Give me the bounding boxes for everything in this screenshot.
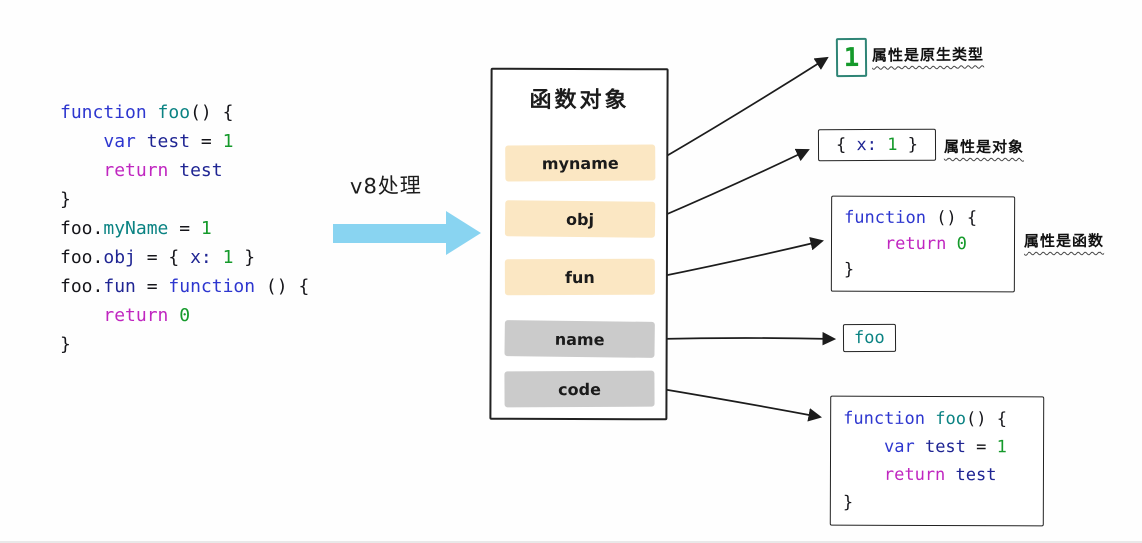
code-line: }: [60, 334, 71, 355]
row-fun: fun: [504, 258, 655, 296]
code-line: { x: 1 }: [835, 134, 919, 156]
function-object-box: 函数对象 myname obj fun name code: [489, 67, 669, 421]
arrow-name-to-foo: [655, 331, 837, 346]
source-code-block: function foo() { var test = 1 return tes…: [60, 98, 309, 359]
code-line: }: [843, 259, 855, 280]
arrow-myname-to-primitive: [657, 56, 829, 162]
code-line: var test = 1: [103, 131, 234, 152]
code-value-box: function foo() { var test = 1 return tes…: [829, 395, 1045, 527]
code-line: var test = 1: [883, 436, 1007, 458]
code-line: }: [60, 189, 71, 210]
row-code: code: [504, 370, 655, 408]
row-fun-label: fun: [564, 267, 595, 287]
row-name-label: name: [554, 329, 605, 349]
code-line: return test: [103, 160, 223, 181]
arrow-code-to-code: [655, 387, 823, 422]
primitive-value-box: 1: [835, 37, 868, 78]
function-value-box: function () { return 0}: [830, 195, 1016, 293]
row-myname: myname: [505, 144, 656, 182]
object-value-box: { x: 1 }: [817, 128, 937, 162]
annotation-object-type: 属性是对象: [943, 137, 1025, 157]
code-line: function foo() {: [843, 408, 1007, 430]
row-obj-label: obj: [566, 209, 595, 229]
code-line: return 0: [884, 233, 967, 255]
page-bottom-edge: [0, 541, 1142, 543]
code-line: return test: [883, 464, 997, 486]
arrow-fun-to-function: [657, 237, 824, 278]
code-line: function foo() {: [60, 102, 234, 123]
primitive-value: 1: [843, 42, 860, 73]
row-code-label: code: [558, 379, 601, 399]
row-name: name: [504, 320, 655, 358]
arrow-obj-to-object: [657, 148, 810, 219]
v8-big-arrow-icon: [333, 211, 481, 255]
annotation-function-type: 属性是函数: [1023, 231, 1105, 251]
name-value-box: foo: [842, 323, 896, 353]
code-line: }: [842, 492, 854, 513]
code-line: return 0: [103, 305, 191, 326]
row-obj: obj: [504, 200, 656, 238]
code-line: function () {: [844, 207, 978, 229]
annotation-primitive-type: 属性是原生类型: [871, 45, 985, 65]
v8-process-label: v8处理: [349, 173, 423, 199]
row-myname-label: myname: [541, 153, 619, 173]
function-object-title: 函数对象: [529, 87, 630, 114]
code-line: foo: [853, 327, 885, 349]
code-line: foo.myName = 1: [60, 218, 212, 239]
code-line: foo.obj = { x: 1 }: [60, 247, 256, 268]
code-line: foo.fun = function () {: [60, 276, 310, 297]
